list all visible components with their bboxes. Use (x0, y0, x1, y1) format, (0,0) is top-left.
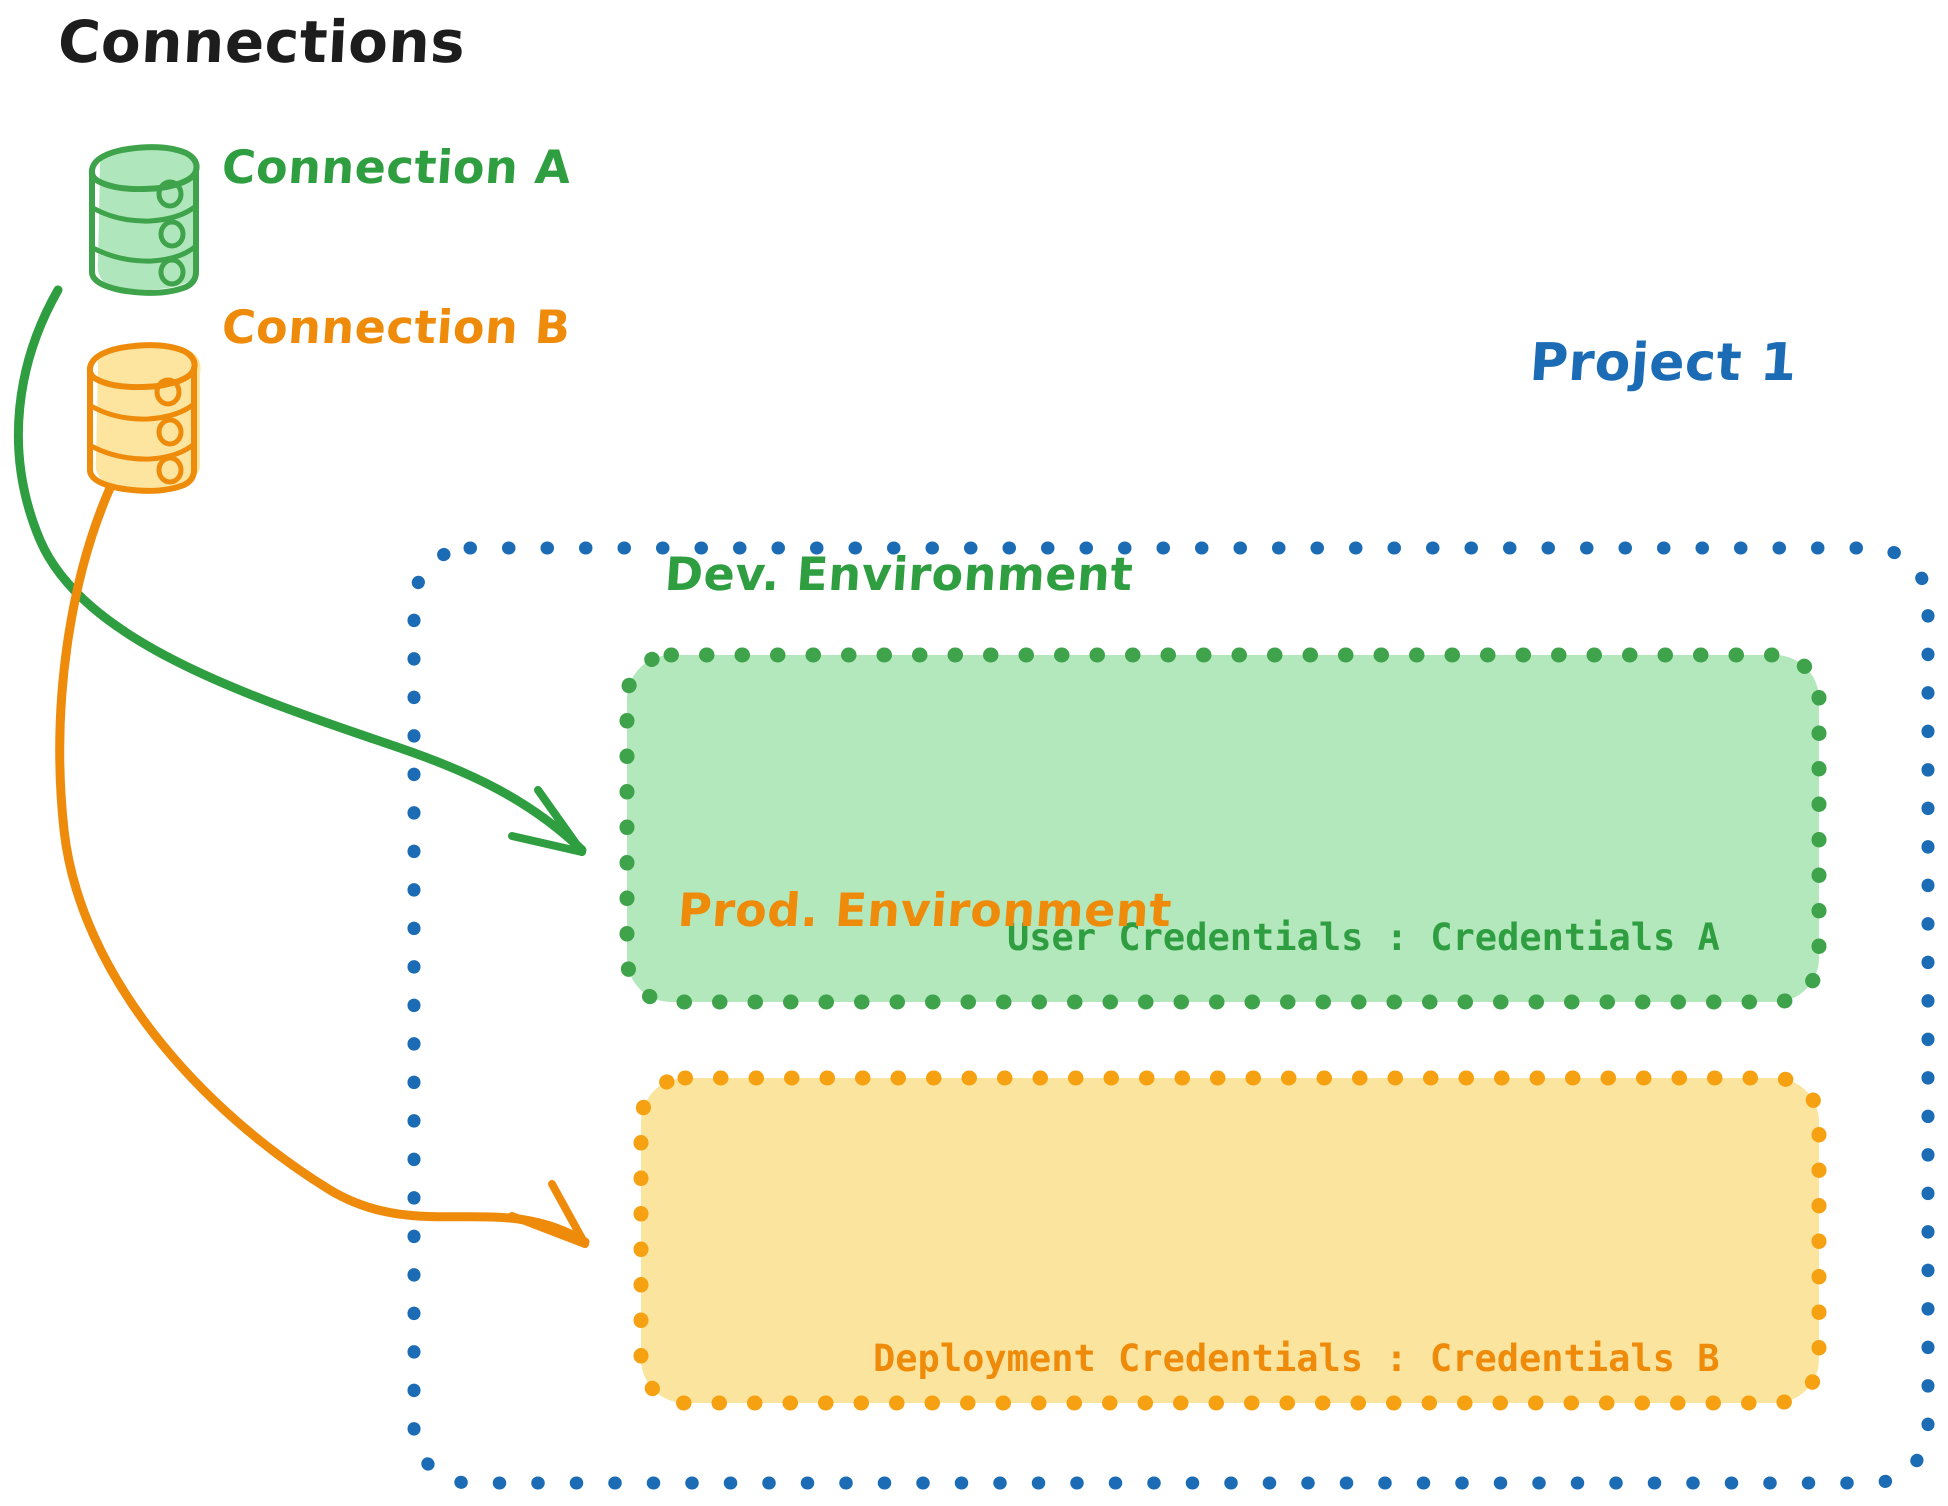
prod-environment-title: Prod. Environment (676, 883, 1174, 937)
arrow-orange-head-2 (508, 1212, 589, 1248)
dev-environment-credentials: User Credentials : Credentials A (1007, 916, 1720, 959)
db-a-top-ellipse (88, 144, 200, 193)
prod-environment-box[interactable] (633, 1070, 1827, 1411)
db-b-light-2 (156, 417, 184, 447)
connection-a-label[interactable]: Connection A (220, 140, 573, 194)
project-title-label: Project 1 (1527, 333, 1800, 393)
db-a-outline (89, 167, 199, 296)
arrow-connection-b-to-prod (55, 483, 590, 1248)
db-b-light-1 (154, 377, 182, 407)
arrow-orange-head-1 (548, 1180, 589, 1248)
arrow-connection-a-to-dev (13, 285, 587, 856)
page-title: Connections (56, 8, 468, 76)
arrow-green-path (13, 285, 587, 855)
db-a-light-1 (156, 179, 184, 209)
dev-environment-fill (627, 655, 1819, 1002)
db-b-top-ellipse (86, 342, 198, 391)
dev-environment-box[interactable] (619, 647, 1827, 1010)
db-b-divider-1 (88, 401, 197, 422)
prod-environment-dotted-border (633, 1070, 1827, 1411)
db-a-divider-1 (90, 203, 199, 224)
arrow-green-head-2 (508, 832, 586, 856)
prod-environment-fill (641, 1078, 1819, 1403)
database-cylinder-icon-b[interactable] (86, 342, 201, 494)
db-a-divider-2 (90, 243, 199, 264)
db-a-light-2 (158, 219, 186, 249)
db-b-light-3 (156, 455, 184, 485)
database-cylinder-icon-a[interactable] (88, 144, 200, 296)
db-a-light-3 (158, 257, 186, 287)
dev-environment-dotted-border (619, 647, 1827, 1010)
arrow-orange-path (55, 483, 590, 1247)
db-b-outline (87, 365, 197, 494)
connection-b-label[interactable]: Connection B (220, 300, 573, 354)
db-b-divider-2 (88, 441, 197, 462)
arrow-green-head-1 (534, 786, 586, 856)
prod-environment-credentials: Deployment Credentials : Credentials B (873, 1337, 1720, 1380)
dev-environment-title: Dev. Environment (663, 547, 1135, 601)
